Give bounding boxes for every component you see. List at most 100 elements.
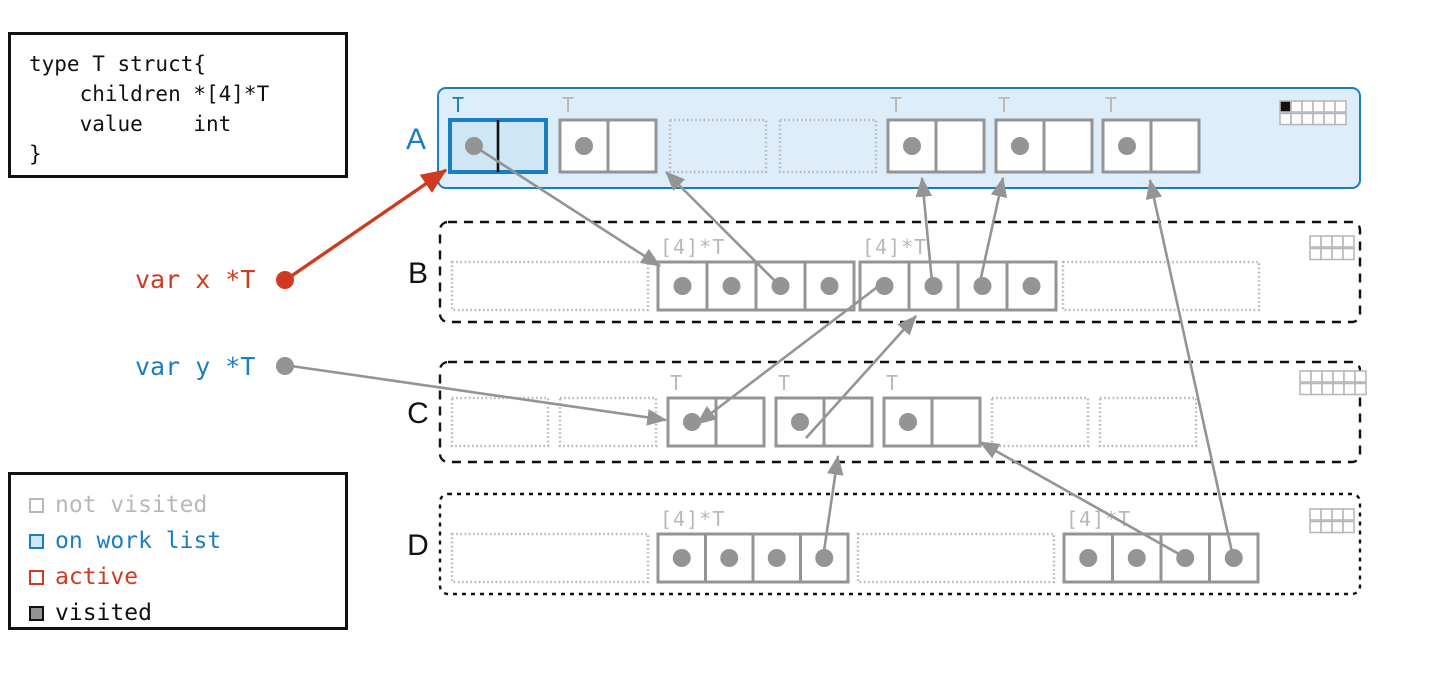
mark-bitmap-A <box>1279 100 1347 126</box>
memory-band-C <box>438 360 1362 464</box>
bitmap-cell <box>1331 508 1344 521</box>
placeholder-slot <box>990 396 1090 448</box>
row-label-A: A <box>406 123 426 156</box>
legend-swatch-icon <box>29 569 44 585</box>
bitmap-cell <box>1290 112 1303 126</box>
object-B-1: [4]*T <box>656 235 856 312</box>
legend-label: on work list <box>55 528 222 554</box>
object-A-3 <box>778 118 878 174</box>
pointer-dot <box>722 277 741 295</box>
object-A-4: T <box>886 93 986 174</box>
placeholder-slot <box>668 118 768 174</box>
object-type-label: [4]*T <box>660 235 725 259</box>
placeholder-slot <box>450 396 550 448</box>
pointer-dot <box>1127 549 1146 567</box>
memory-band-D <box>438 492 1362 596</box>
arrow-D3c2-to-C4 <box>979 440 1187 560</box>
legend-swatch-icon <box>29 533 44 549</box>
pointer-dot <box>672 549 691 567</box>
bitmap-cell <box>1342 235 1355 248</box>
variable-root-dot <box>276 357 294 375</box>
bitmap-cell <box>1299 370 1312 383</box>
arrow-B2c2-to-A5 <box>978 176 1008 283</box>
placeholder-slot <box>778 118 878 174</box>
object-type-label: T <box>998 93 1011 117</box>
mark-bitmaps <box>1279 100 1367 534</box>
pointer-dot <box>875 277 894 295</box>
type-declaration-code: type T struct{ children *[4]*T value int… <box>29 52 270 166</box>
variable-label-var-y: var y *T <box>135 352 255 381</box>
object-type-label: [4]*T <box>1066 507 1131 531</box>
legend-label: visited <box>55 600 152 626</box>
object-A-5: T <box>994 93 1094 174</box>
object-B-0 <box>450 260 650 312</box>
row-label-D: D <box>407 529 429 562</box>
placeholder-slot <box>558 396 658 448</box>
bitmap-cell <box>1320 520 1333 534</box>
object-type-label: T <box>886 371 899 395</box>
placeholder-slot <box>1061 260 1261 312</box>
pointer-dot <box>1118 137 1136 155</box>
pointer-dot <box>1011 137 1029 155</box>
bitmap-cell <box>1309 247 1322 261</box>
object-type-label: T <box>1105 93 1118 117</box>
object-C-5 <box>990 396 1090 448</box>
row-label-C: C <box>407 397 429 430</box>
bitmap-cell <box>1321 382 1334 396</box>
arrow-B2c1-to-A4 <box>915 176 934 283</box>
legend-label: not visited <box>55 492 208 518</box>
object-D-3: [4]*T <box>1062 507 1260 584</box>
pointer-dot <box>1079 549 1098 567</box>
object-A-1: T <box>558 93 658 174</box>
arrow-x-to-A0 <box>286 168 448 281</box>
bitmap-cell <box>1354 370 1367 383</box>
bitmap-cell <box>1301 100 1314 113</box>
mark-bitmap-C <box>1299 370 1367 396</box>
bitmap-cell <box>1343 382 1356 396</box>
object-C-4: T <box>882 371 982 448</box>
pointer-dot <box>1224 549 1243 567</box>
arrow-C3-to-B2 <box>805 315 917 439</box>
arrow-B1c2-to-A1 <box>665 171 783 289</box>
legend-item-visited: visited <box>29 595 345 631</box>
bitmap-cell <box>1320 247 1333 261</box>
bitmap-cell <box>1309 520 1322 534</box>
object-D-1: [4]*T <box>656 507 850 584</box>
pointer-dot <box>820 277 839 295</box>
object-A-2 <box>668 118 768 174</box>
bitmap-cell <box>1290 100 1303 113</box>
bitmap-cell <box>1323 112 1336 126</box>
pointer-dot <box>767 549 786 567</box>
pointer-dot <box>924 277 943 295</box>
bitmap-cell <box>1331 247 1344 261</box>
placeholder-slot <box>856 532 1056 584</box>
arrow-D3c3-to-A6 <box>1145 178 1234 553</box>
bitmap-cell <box>1331 520 1344 534</box>
pointer-dot <box>903 137 921 155</box>
object-D-2 <box>856 532 1056 584</box>
object-A-6: T <box>1101 93 1201 174</box>
bitmap-cell <box>1343 370 1356 383</box>
object-A-0: T <box>448 93 548 174</box>
bitmap-cell <box>1312 112 1325 126</box>
object-type-label: T <box>778 371 791 395</box>
bitmap-cell <box>1331 235 1344 248</box>
object-B-2: [4]*T <box>858 235 1058 312</box>
type-declaration-box: type T struct{ children *[4]*T value int… <box>8 32 348 178</box>
legend-item-not-visited: not visited <box>29 487 345 523</box>
bitmap-cell <box>1310 370 1323 383</box>
legend-item-active: active <box>29 559 345 595</box>
bitmap-cell <box>1334 112 1347 126</box>
pointer-dot <box>1022 277 1041 295</box>
object-type-label: T <box>670 371 683 395</box>
bitmap-cell <box>1323 100 1336 113</box>
legend-swatch-icon <box>29 605 44 621</box>
bitmap-cell <box>1342 508 1355 521</box>
bitmap-cell <box>1320 235 1333 248</box>
bitmap-cell <box>1321 370 1334 383</box>
object-C-3: T <box>774 371 874 448</box>
